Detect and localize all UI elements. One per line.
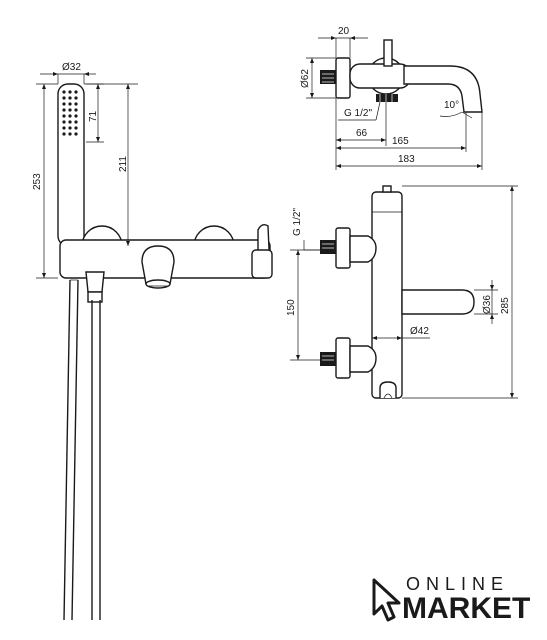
hose-connector	[85, 271, 105, 293]
side-lower-knob	[320, 352, 336, 366]
dim-g12-side: G 1/2"	[292, 208, 303, 236]
top-view: 20 Ø62 G 1/2" 66 165 183 10°	[300, 26, 483, 170]
side-view: G 1/2" 150 Ø36 Ø42 285	[286, 185, 518, 399]
side-spout	[401, 289, 475, 315]
dim-165: 165	[392, 136, 409, 147]
logo-line-market: MARKET	[402, 592, 531, 625]
dim-d62: Ø62	[300, 69, 311, 88]
dim-211: 211	[118, 156, 129, 172]
online-market-logo: ONLINE MARKET	[372, 574, 532, 630]
dim-d32: Ø32	[62, 62, 81, 73]
dim-20: 20	[338, 26, 350, 37]
side-shower-holder	[379, 381, 397, 398]
side-upper-flange	[335, 227, 351, 269]
top-lever	[383, 39, 393, 67]
dim-183: 183	[398, 154, 415, 165]
top-spout	[403, 65, 483, 113]
cursor-arrow-icon	[372, 578, 401, 622]
dim-d42: Ø42	[410, 326, 429, 337]
hand-shower-head	[57, 83, 85, 247]
top-valve-knob	[320, 70, 336, 84]
dim-71: 71	[88, 110, 99, 122]
dim-66: 66	[356, 128, 368, 139]
dim-d36: Ø36	[482, 295, 493, 314]
dim-g12-top: G 1/2"	[344, 108, 372, 119]
dim-285: 285	[500, 297, 511, 314]
side-main-column	[371, 191, 403, 399]
dim-150: 150	[286, 299, 297, 316]
dim-253: 253	[32, 173, 43, 190]
top-wall-flange	[335, 57, 351, 99]
front-view: Ø32 71 253 211	[32, 62, 273, 621]
top-g12-fitting	[376, 94, 398, 102]
dim-angle-10: 10°	[444, 100, 459, 111]
shower-nozzles	[62, 90, 78, 136]
side-lower-flange	[335, 337, 351, 379]
spout-outlet	[141, 245, 175, 285]
shower-hose	[63, 279, 101, 621]
side-upper-knob	[320, 240, 336, 254]
logo-line-online: ONLINE	[406, 574, 510, 594]
